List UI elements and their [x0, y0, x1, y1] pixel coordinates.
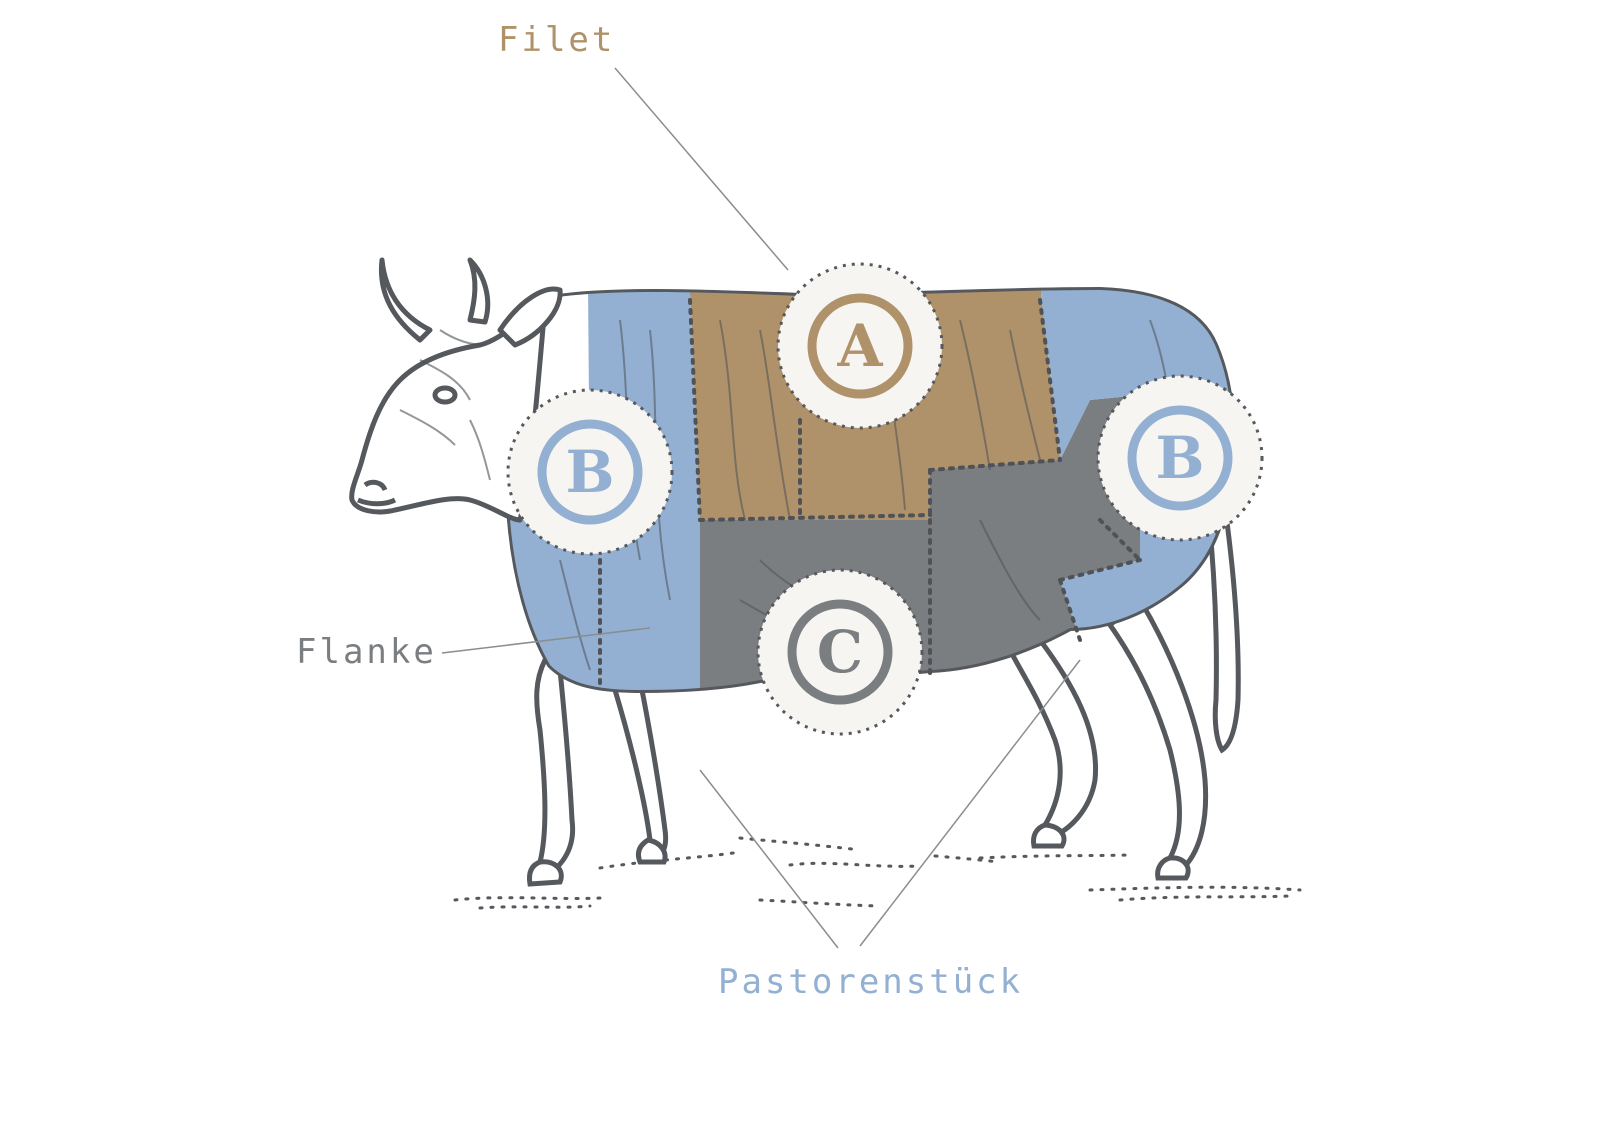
cut-lines — [598, 298, 1142, 692]
badge-b-rear-letter: B — [1155, 424, 1204, 492]
ground-hatching — [453, 836, 1302, 910]
badge-b-front: B — [506, 388, 674, 556]
label-flanke: Flanke — [296, 632, 437, 672]
badge-b-rear: B — [1096, 374, 1264, 542]
badge-c-letter: C — [817, 618, 863, 686]
badge-a: A — [776, 262, 944, 430]
head-hatching — [399, 329, 491, 481]
cow-legs — [528, 597, 1209, 882]
label-filet: Filet — [498, 20, 616, 60]
badge-b-front-letter: B — [565, 438, 614, 506]
leader-lines — [441, 67, 1081, 949]
hooves — [527, 822, 1191, 887]
badge-a-letter: A — [836, 312, 883, 380]
label-pastorenstueck: Pastorenstück — [718, 962, 1024, 1002]
badge-c: C — [756, 568, 924, 736]
